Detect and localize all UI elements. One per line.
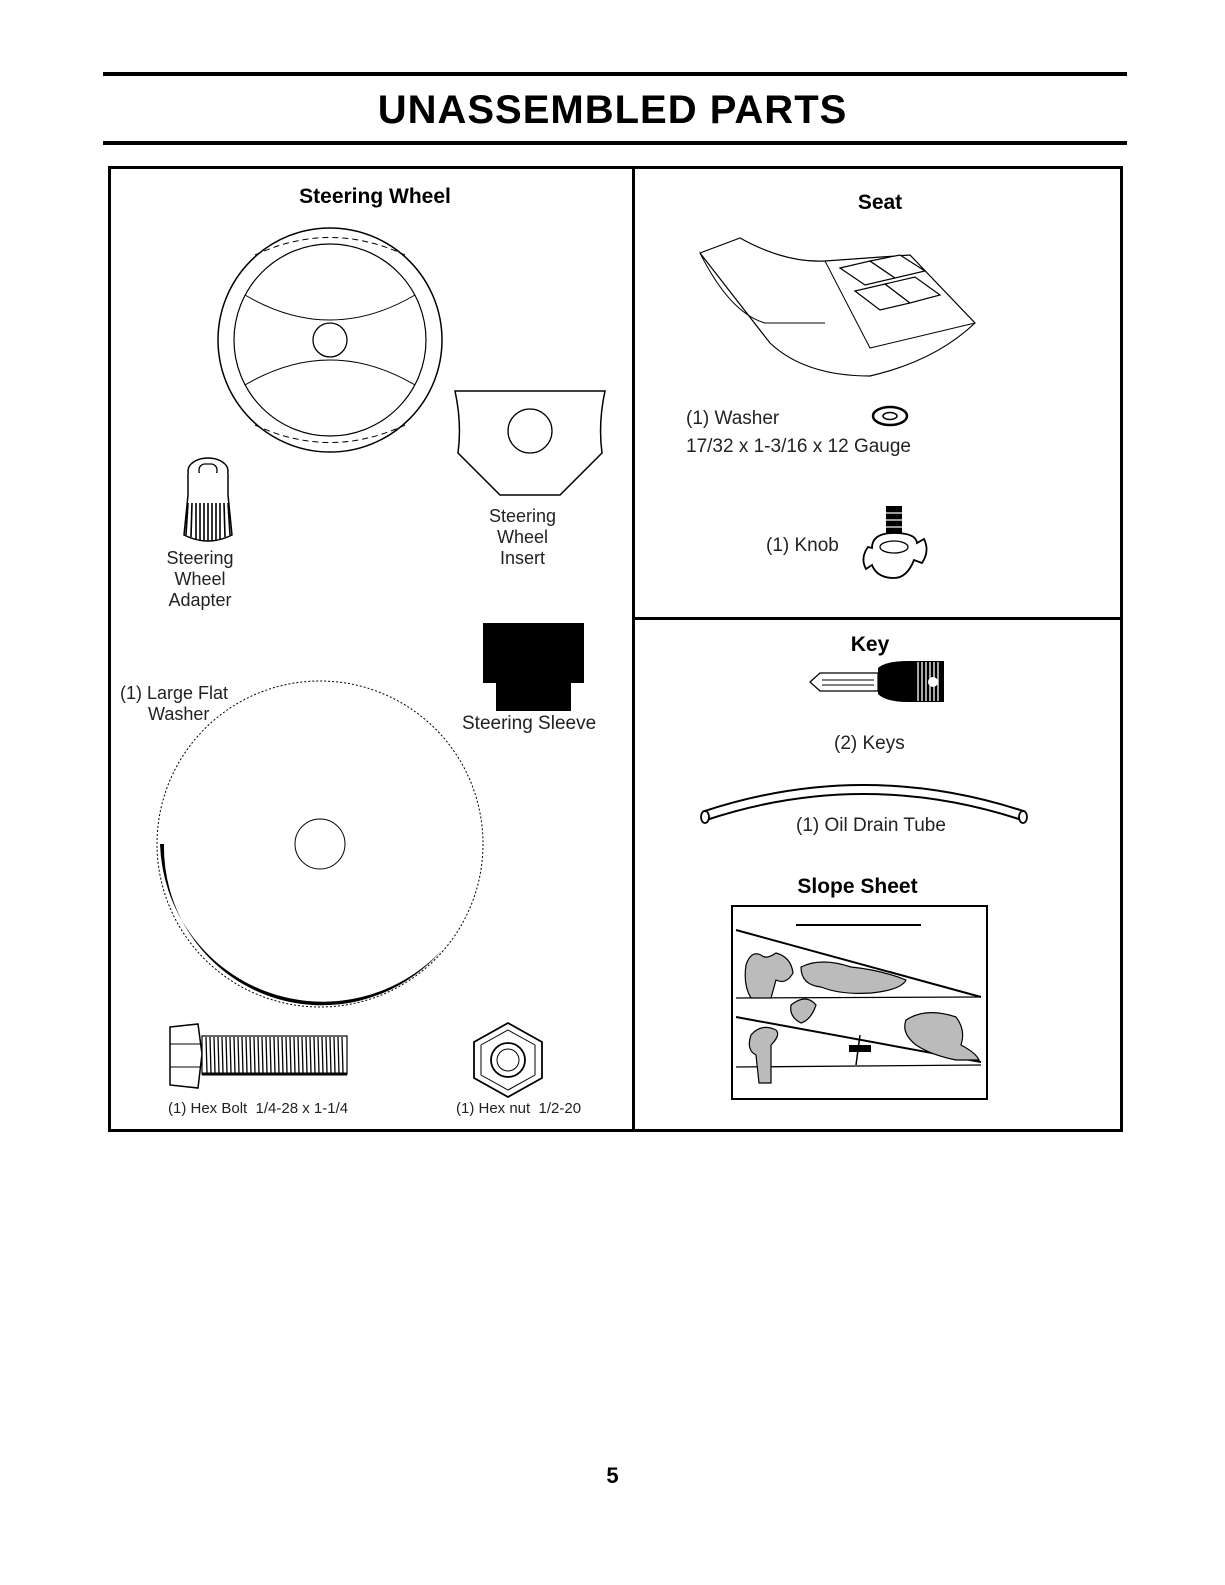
steering-wheel-insert-label: Steering Wheel Insert bbox=[460, 506, 585, 569]
slope-sheet-heading: Slope Sheet bbox=[775, 875, 940, 899]
hex-bolt-image bbox=[168, 1022, 353, 1092]
steering-wheel-heading: Steering Wheel bbox=[260, 185, 490, 209]
key-image bbox=[808, 660, 948, 705]
seat-washer-icon bbox=[870, 404, 910, 428]
steering-wheel-image bbox=[215, 225, 445, 455]
seat-washer-spec: 17/32 x 1-3/16 x 12 Gauge bbox=[686, 436, 911, 457]
knob-image bbox=[862, 503, 932, 583]
hex-nut-image bbox=[468, 1020, 548, 1100]
knob-label: (1) Knob bbox=[766, 535, 839, 556]
steering-wheel-adapter-image bbox=[178, 455, 238, 545]
seat-heading: Seat bbox=[820, 191, 940, 215]
seat-key-divider bbox=[634, 617, 1121, 620]
page-title: UNASSEMBLED PARTS bbox=[0, 86, 1225, 134]
hex-bolt-label: (1) Hex Bolt 1/4-28 x 1-1/4 bbox=[168, 1100, 348, 1118]
keys-label: (2) Keys bbox=[834, 733, 905, 754]
hex-nut-label: (1) Hex nut 1/2-20 bbox=[456, 1100, 581, 1118]
key-heading: Key bbox=[820, 633, 920, 657]
column-divider bbox=[632, 168, 635, 1130]
oil-drain-tube-label: (1) Oil Drain Tube bbox=[796, 815, 946, 836]
seat-image bbox=[695, 233, 980, 383]
large-flat-washer-image bbox=[152, 680, 492, 1020]
page-number: 5 bbox=[0, 1463, 1225, 1489]
slope-sheet-image bbox=[731, 905, 988, 1100]
title-underline bbox=[103, 141, 1127, 145]
top-rule bbox=[103, 72, 1127, 76]
seat-washer-label: (1) Washer bbox=[686, 408, 779, 429]
steering-sleeve-image bbox=[483, 623, 585, 713]
steering-wheel-adapter-label: Steering Wheel Adapter bbox=[150, 548, 250, 611]
steering-wheel-insert-image bbox=[450, 383, 610, 498]
